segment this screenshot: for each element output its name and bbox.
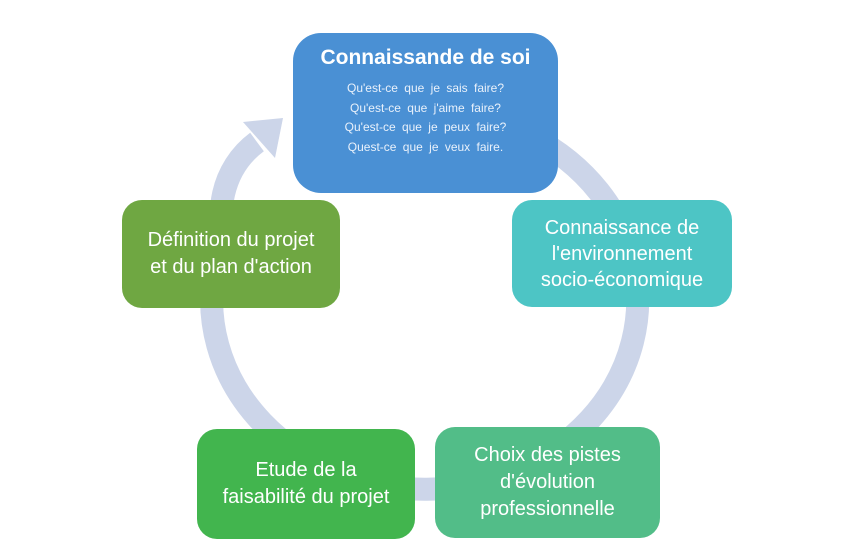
node-choix-pistes-evolution: Choix des pistes d'évolution professionn… (435, 427, 660, 538)
node-label-line: Définition du projet (147, 229, 315, 251)
node-label-line: socio-économique (540, 268, 704, 291)
node-connaissance-environnement: Connaissance de l'environnement socio-éc… (512, 200, 732, 307)
detail-question-1: Qu'est-ce que je sais faire? (346, 81, 505, 95)
detail-question-2: Qu'est-ce que j'aime faire? (350, 100, 501, 115)
node-label-line: l'environnement (551, 242, 693, 265)
node-connaissance-de-soi: Connaissande de soi Qu'est-ce que je sai… (293, 33, 558, 193)
node-label-line: faisabilité du projet (222, 486, 390, 508)
node-label-line: professionnelle (480, 498, 615, 520)
node-label-line: d'évolution (500, 471, 595, 493)
node-label-line: Connaissance de (544, 216, 700, 239)
detail-question-4: Quest-ce que je veux faire. (347, 139, 504, 154)
node-label-line: et du plan d'action (150, 256, 312, 278)
node-label-line: Etude de la (255, 459, 357, 481)
node-etude-faisabilite: Etude de la faisabilité du projet (197, 429, 415, 539)
node-definition-projet: Définition du projet et du plan d'action (122, 200, 340, 308)
cycle-arrow-head-icon (243, 118, 283, 158)
detail-question-3: Qu'est-ce que je peux faire? (344, 120, 507, 134)
node-connaissance-de-soi-title: Connaissande de soi (320, 46, 531, 69)
node-label-line: Choix des pistes (474, 444, 621, 466)
